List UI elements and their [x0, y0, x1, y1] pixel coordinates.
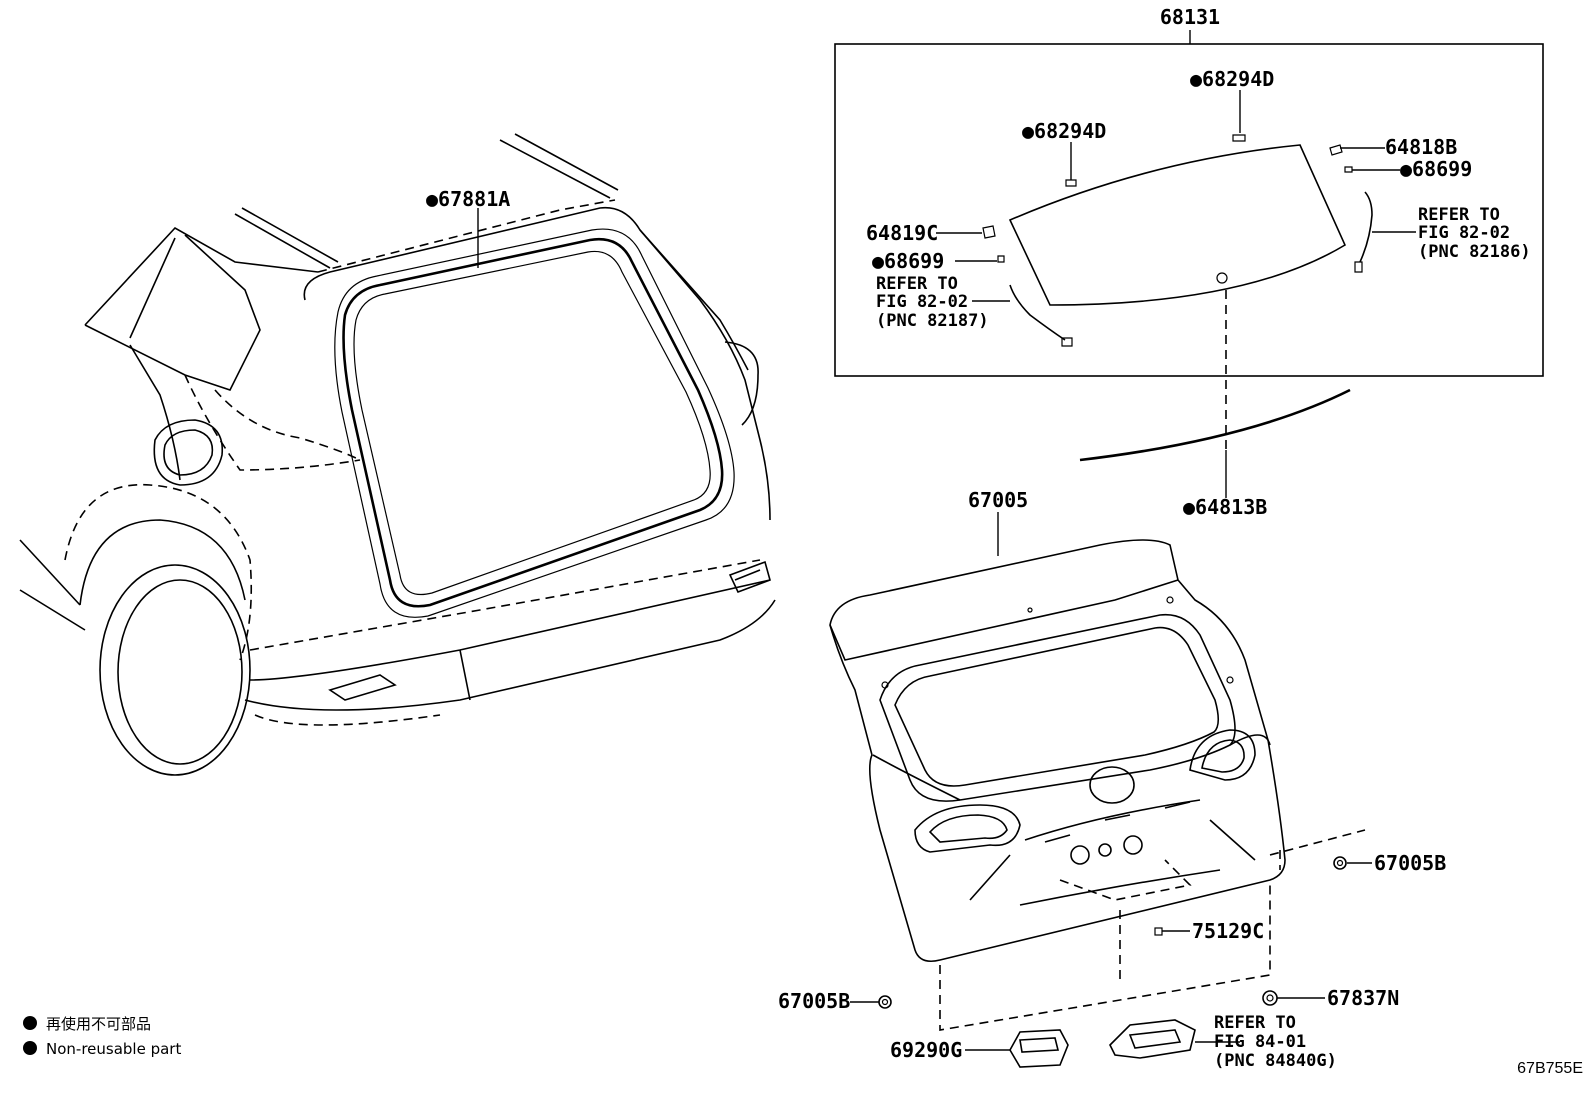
label-64818B: 64818B [1385, 135, 1457, 159]
back-door-panel [829, 539, 1286, 963]
label-68294D-left: ●68294D [1022, 119, 1106, 143]
label-67005: 67005 [968, 488, 1028, 512]
label-75129C: 75129C [1192, 919, 1264, 943]
label-69290G: 69290G [890, 1038, 962, 1062]
leader-lines [477, 90, 1416, 1051]
spoiler-trim [1079, 388, 1351, 462]
bullet-icon [23, 1041, 37, 1055]
assembly-box [834, 43, 1544, 377]
diagram-code: 67B755E [1517, 1060, 1583, 1077]
label-67837N: 67837N [1327, 986, 1399, 1010]
label-67005B-left: 67005B [778, 989, 850, 1013]
clip-67837N [1262, 990, 1278, 1006]
legend-english: Non-reusable part [46, 1040, 181, 1058]
label-64819C: 64819C [866, 221, 938, 245]
refer-left-line1: REFER TO [876, 274, 958, 294]
label-68699-left: ●68699 [872, 249, 944, 273]
bumper-stop-67005B-right [1333, 856, 1347, 870]
refer-left-line3: (PNC 82187) [876, 311, 989, 331]
label-68699-right: ●68699 [1400, 157, 1472, 181]
refer-left-line2: FIG 82-02 [876, 292, 968, 312]
bullet-icon [23, 1016, 37, 1030]
vehicle-rear-view [19, 133, 776, 776]
legend-japanese: 再使用不可部品 [46, 1015, 151, 1033]
refer-right-line2: FIG 82-02 [1418, 223, 1510, 243]
camera-assembly [1109, 1019, 1196, 1059]
label-68131: 68131 [1160, 5, 1220, 29]
refer-bottom-line2: FIG 84-01 [1214, 1032, 1306, 1052]
label-68294D-top: ●68294D [1190, 67, 1274, 91]
switch-69290G [1009, 1029, 1069, 1068]
refer-right-line1: REFER TO [1418, 205, 1500, 225]
label-67005B-right: 67005B [1374, 851, 1446, 875]
back-door-glass-group [834, 30, 1544, 377]
refer-bottom-line3: (PNC 84840G) [1214, 1051, 1337, 1071]
refer-bottom-line1: REFER TO [1214, 1013, 1296, 1033]
back-door-glass [1008, 144, 1347, 306]
refer-right-line3: (PNC 82186) [1418, 242, 1531, 262]
label-67881A: ●67881A [426, 187, 510, 211]
clip-75129C [1154, 927, 1163, 936]
bumper-stop-67005B-left [878, 995, 892, 1009]
legend: 再使用不可部品 Non-reusable part [23, 1015, 181, 1058]
label-64813B: ●64813B [1183, 495, 1267, 519]
